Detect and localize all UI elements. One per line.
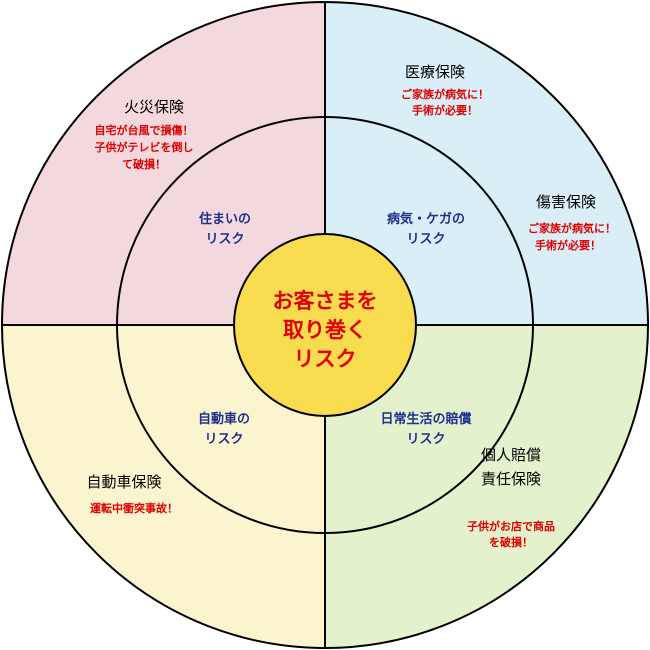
medical-insurance-quadrant: [324, 0, 650, 326]
medical-insurance-block: 医療保険 ご家族が病気に！ 手術が必要！: [401, 63, 489, 117]
illness-risk-line-1: 病気・ケガの: [387, 211, 465, 227]
liability-insurance-title-1: 個人賠償: [481, 446, 541, 464]
injury-insurance-title: 傷害保険: [536, 193, 596, 211]
fire-insurance-desc-3: て破損！: [122, 157, 166, 171]
liability-insurance-block: 個人賠償 責任保険 子供がお店で商品 を破損！: [467, 446, 555, 549]
liability-insurance-title-2: 責任保険: [481, 470, 541, 488]
car-risk-line-1: 自動車の: [198, 411, 250, 427]
home-risk-line-1: 住まいの: [199, 211, 251, 227]
center-line-3: リスク: [294, 347, 357, 371]
injury-insurance-desc-2: 手術が必要！: [535, 238, 601, 252]
fire-insurance-desc-2: 子供がテレビを倒し: [95, 140, 194, 154]
medical-insurance-title: 医療保険: [405, 63, 465, 81]
car-insurance-quadrant: [0, 324, 326, 650]
fire-insurance-title: 火災保険: [124, 98, 184, 116]
home-risk-label: 住まいの リスク: [199, 211, 251, 247]
fire-insurance-desc-1: 自宅が台風で損傷！: [95, 123, 194, 137]
car-insurance-title: 自動車保険: [86, 473, 161, 491]
fire-insurance-quadrant: [0, 0, 326, 326]
liability-risk-line-1: 日常生活の賠償: [380, 411, 472, 427]
injury-insurance-desc-1: ご家族が病気に！: [528, 221, 616, 235]
car-insurance-desc-1: 運転中衝突事故！: [90, 501, 178, 515]
illness-risk-line-2: リスク: [406, 232, 445, 247]
center-line-2: 取り巻く: [283, 318, 367, 342]
car-insurance-block: 自動車保険 運転中衝突事故！: [86, 473, 178, 515]
car-risk-label: 自動車の リスク: [198, 411, 250, 447]
medical-insurance-desc-1: ご家族が病気に！: [401, 87, 489, 101]
medical-insurance-desc-2: 手術が必要！: [412, 103, 478, 117]
fire-insurance-block: 火災保険 自宅が台風で損傷！ 子供がテレビを倒し て破損！: [95, 98, 194, 171]
liability-risk-label: 日常生活の賠償 リスク: [380, 411, 472, 447]
illness-risk-label: 病気・ケガの リスク: [387, 211, 465, 247]
liability-insurance-desc-1: 子供がお店で商品: [467, 519, 555, 533]
liability-insurance-quadrant: [324, 324, 650, 650]
car-risk-line-2: リスク: [204, 432, 243, 447]
center-circle: [233, 233, 417, 417]
center-line-1: お客さまを: [273, 289, 378, 313]
liability-insurance-desc-2: を破損！: [489, 535, 533, 549]
liability-risk-line-2: リスク: [406, 432, 445, 447]
center-label: お客さまを 取り巻く リスク: [273, 289, 378, 371]
home-risk-line-2: リスク: [205, 232, 244, 247]
risk-ring: [116, 116, 534, 534]
injury-insurance-block: 傷害保険 ご家族が病気に！ 手術が必要！: [528, 193, 616, 252]
